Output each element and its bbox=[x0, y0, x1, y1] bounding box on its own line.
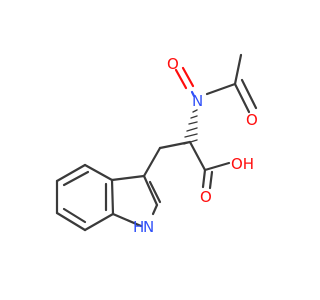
bond-acetyl-c-o-a bbox=[233, 82, 251, 114]
stereo-hash-bond bbox=[183, 109, 198, 145]
bond-carboxyl-oh bbox=[203, 161, 231, 172]
nitroso-group bbox=[174, 66, 196, 98]
bond-no-double-b bbox=[181, 66, 195, 88]
bond-carboxyl-o-b bbox=[208, 170, 214, 190]
bond-acetyl-c-o-b bbox=[240, 78, 258, 110]
amide-nitrogen: N bbox=[192, 92, 203, 110]
indole-nitrogen: N bbox=[143, 218, 154, 236]
structural-formula: O N O OH O N H bbox=[55, 53, 258, 236]
acid-hydroxyl: OH bbox=[231, 155, 254, 173]
bond-n-n bbox=[190, 90, 196, 98]
pyrrole-ring bbox=[110, 174, 162, 228]
bond-alpha-carboxyl bbox=[188, 140, 207, 172]
bond-no-double-a bbox=[174, 68, 188, 90]
bond-n-acetyl-c bbox=[205, 82, 237, 96]
acetyl-oxygen: O bbox=[246, 111, 258, 129]
bond-carboxyl-o-a bbox=[201, 168, 207, 189]
bond-alpha-ch2 bbox=[158, 140, 192, 150]
bond-ch2-indole bbox=[142, 146, 162, 178]
bond-acetyl-methyl bbox=[233, 53, 243, 86]
acid-oxygen: O bbox=[200, 188, 212, 206]
benzene-ring bbox=[55, 163, 115, 232]
indole-hydrogen: H bbox=[133, 218, 144, 236]
nitroso-oxygen: O bbox=[167, 55, 179, 73]
